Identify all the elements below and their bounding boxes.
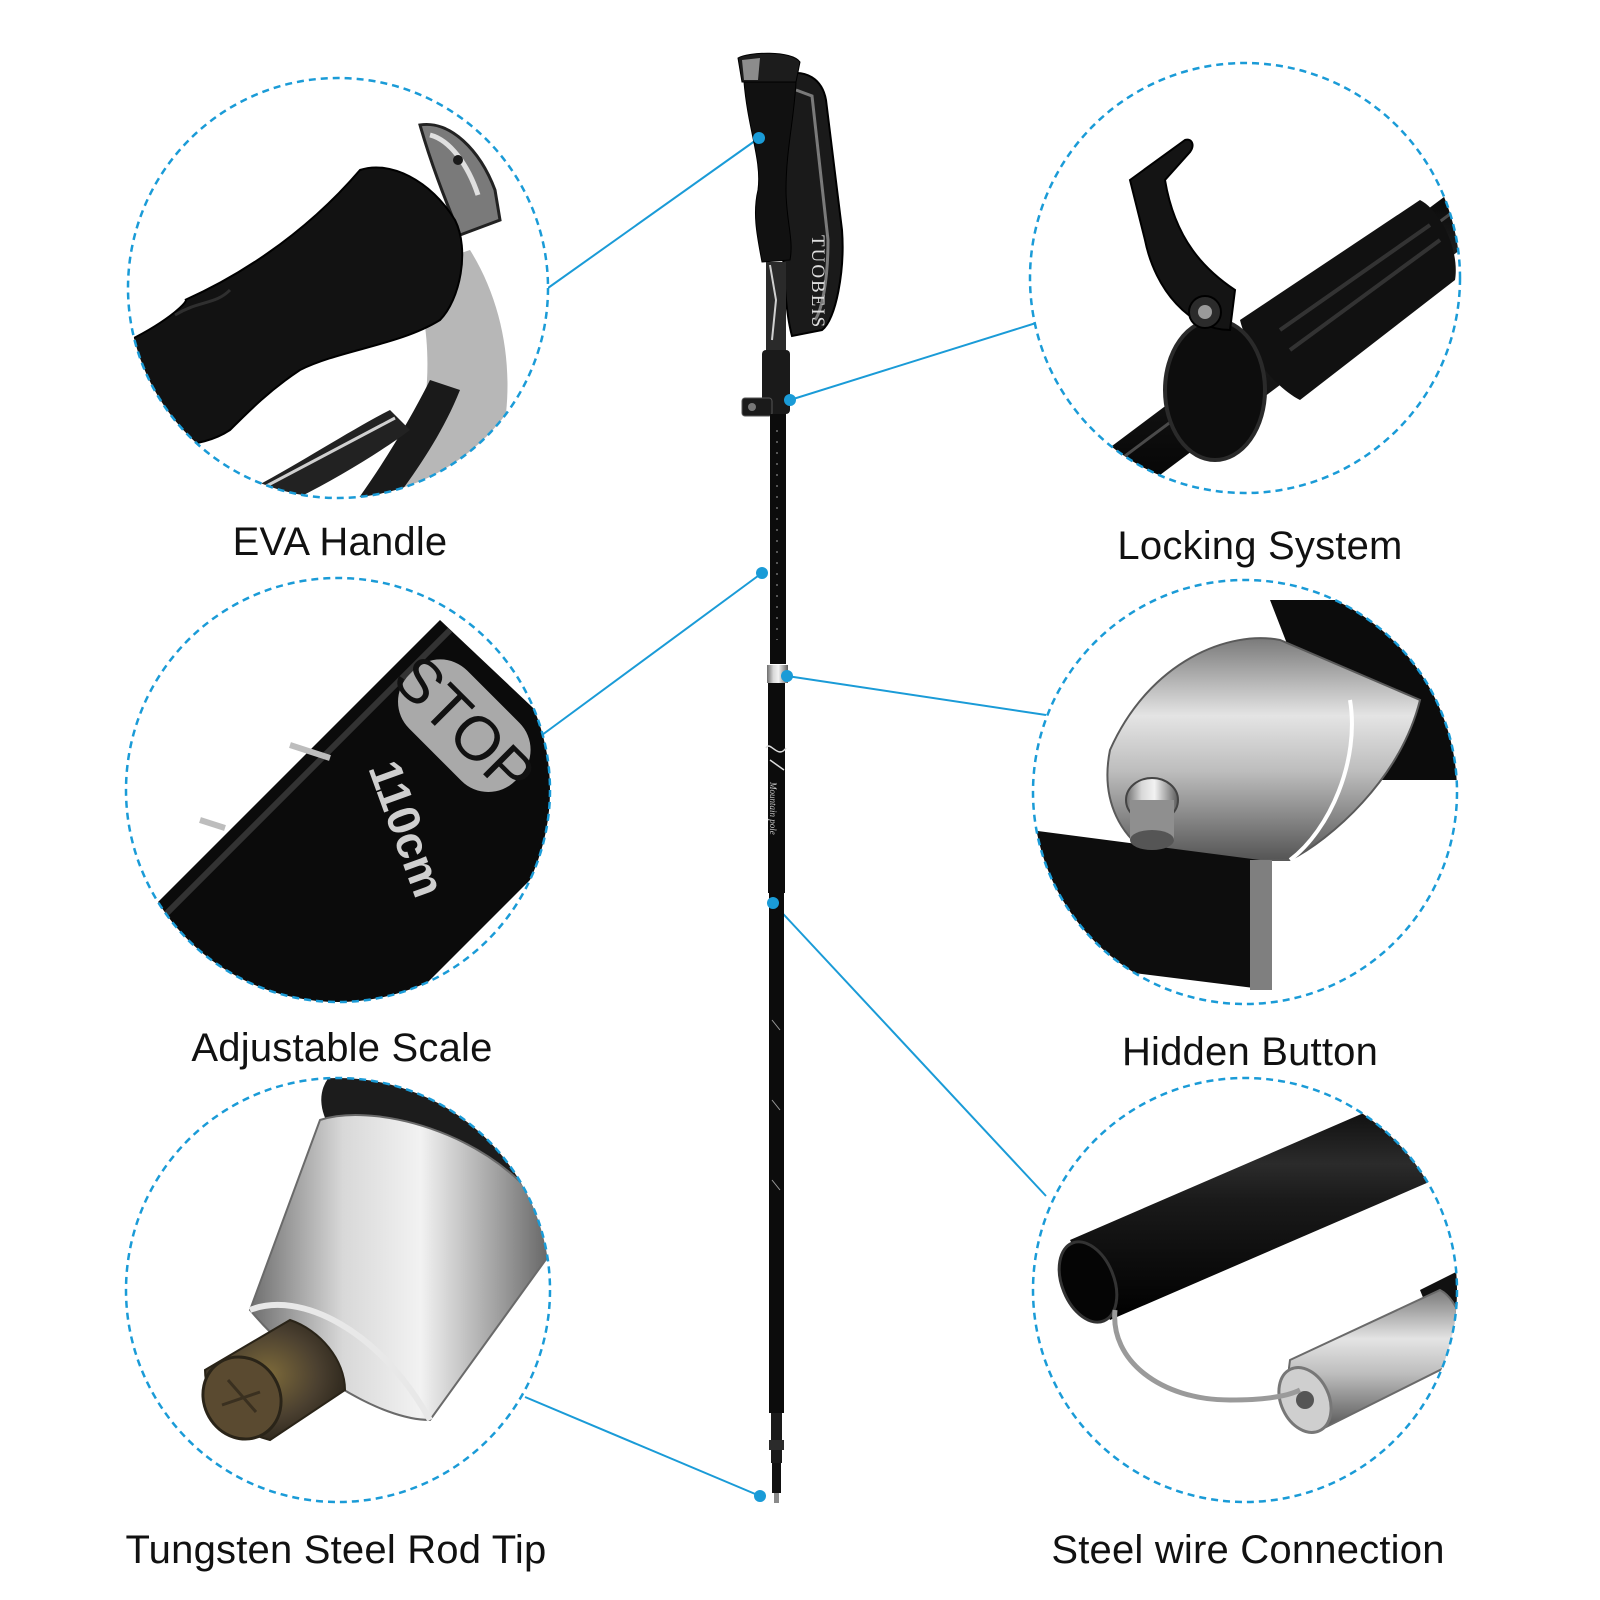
detail-adjustable-scale: STOP 110cm	[124, 576, 552, 1004]
connector-locking-system	[789, 322, 1037, 401]
lower-shaft	[769, 893, 784, 1413]
shaft-logo-caption: Mountain pole	[768, 781, 778, 835]
eva-grip	[743, 81, 797, 263]
detail-frame	[1031, 1076, 1459, 1504]
detail-frame	[1031, 578, 1459, 1006]
label-hidden-button: Hidden Button	[1121, 1030, 1379, 1074]
detail-frame	[1028, 61, 1462, 495]
detail-eva-handle	[126, 76, 550, 500]
detail-frame	[124, 576, 552, 1004]
connector-adjustable-scale	[541, 572, 763, 736]
detail-locking-system	[1028, 61, 1462, 495]
detail-hidden-button	[1031, 578, 1459, 1006]
connector-lines	[524, 137, 1047, 1497]
detail-steel-wire	[1031, 1076, 1459, 1504]
lock-lever-closeup	[1128, 138, 1237, 332]
connector-steel-wire	[772, 902, 1047, 1197]
detail-frame	[126, 76, 550, 500]
dot-hidden-button	[781, 670, 793, 682]
dot-eva-handle	[753, 132, 765, 144]
dot-steel-wire	[767, 897, 779, 909]
upper-shaft	[770, 414, 786, 664]
metal-collar	[1106, 637, 1422, 861]
connector-tungsten-tip	[524, 1396, 761, 1497]
label-steel-wire: Steel wire Connection	[1051, 1528, 1445, 1572]
label-tungsten-tip: Tungsten Steel Rod Tip	[125, 1528, 547, 1572]
connector-dots	[753, 132, 796, 1502]
connector-eva-handle	[547, 137, 760, 289]
label-locking-system: Locking System	[1117, 524, 1403, 568]
middle-shaft	[768, 683, 785, 893]
eva-grip-closeup	[129, 166, 464, 446]
strap-brand-text: TUOBEIS	[807, 235, 828, 329]
dot-tungsten-tip	[754, 1490, 766, 1502]
trekking-pole: TUOBEIS Mountain pole	[737, 52, 844, 1503]
dot-adjustable-scale	[756, 567, 768, 579]
connector-hidden-button	[786, 675, 1047, 716]
label-eva-handle: EVA Handle	[232, 520, 448, 564]
dot-locking-system	[784, 394, 796, 406]
detail-tungsten-tip	[124, 1076, 552, 1504]
steel-wire-closeup	[1112, 1309, 1302, 1403]
label-adjustable-scale: Adjustable Scale	[191, 1026, 493, 1070]
detail-frame	[124, 1076, 552, 1504]
